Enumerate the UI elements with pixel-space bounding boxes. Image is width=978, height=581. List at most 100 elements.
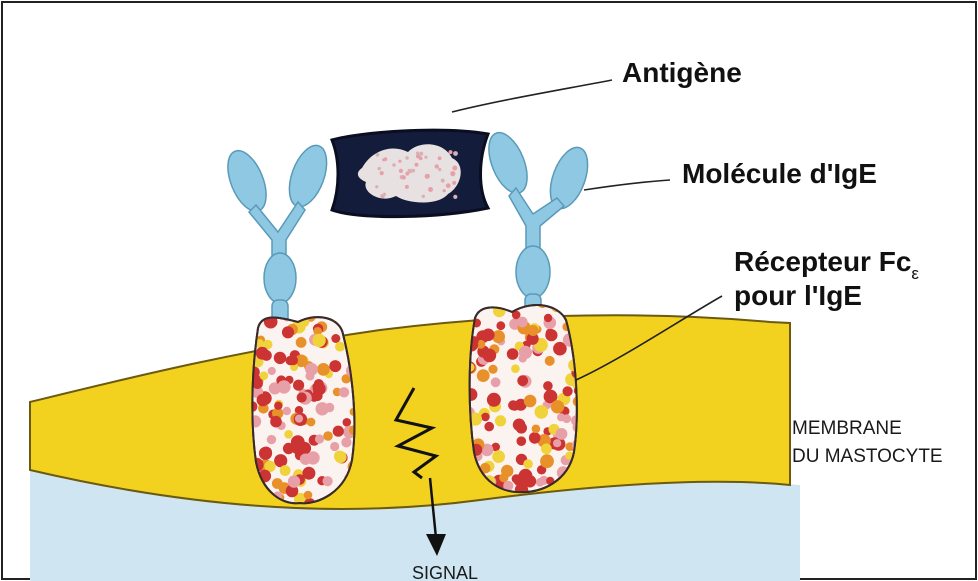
texture-dot [491,377,501,387]
texture-dot [511,364,520,373]
texture-dot [523,459,533,469]
texture-dot [415,163,419,167]
texture-dot [398,160,401,163]
texture-dot [341,437,351,447]
texture-dot [405,185,409,189]
texture-dot [477,369,490,382]
texture-dot [323,431,333,441]
texture-dot [333,426,344,437]
texture-dot [339,387,349,397]
texture-dot [277,380,290,393]
texture-dot [256,347,269,360]
texture-dot [529,432,541,444]
texture-dot [268,367,276,375]
texture-dot [304,491,313,500]
texture-dot [452,166,457,171]
texture-dot [562,414,571,423]
texture-dot [376,153,380,157]
texture-dot [553,439,561,447]
texture-dot [543,381,553,391]
texture-dot [283,443,294,454]
texture-dot [488,365,497,374]
texture-dot [334,451,346,463]
texture-dot [343,418,352,427]
texture-dot [483,349,497,363]
texture-dot [405,172,409,176]
texture-dot [438,168,441,171]
texture-dot [495,415,506,426]
texture-dot [545,356,555,366]
texture-dot [514,474,526,486]
texture-dot [295,415,303,423]
texture-dot [323,476,333,486]
texture-dot [307,418,316,427]
texture-dot [260,447,272,459]
texture-dot [450,171,455,176]
texture-dot [441,179,445,183]
texture-dot [519,354,527,362]
texture-dot [487,393,501,407]
texture-dot [293,380,304,391]
texture-dot [283,407,291,415]
texture-dot [422,195,425,198]
texture-dot [312,334,325,347]
texture-dot [482,329,495,342]
texture-dot [286,356,295,365]
texture-dot [284,430,293,439]
antigen-label: Antigène [622,57,742,88]
ige-molecule-label: Molécule d'IgE [682,158,877,189]
texture-dot [335,342,345,352]
texture-dot [452,181,456,185]
texture-dot [315,434,324,443]
texture-dot [384,157,388,161]
texture-dot [274,402,282,410]
texture-dot [508,400,518,410]
texture-dot [380,194,385,199]
texture-dot [524,395,537,408]
texture-dot [556,428,568,440]
texture-dot [325,403,334,412]
texture-dot [517,317,528,328]
texture-dot [274,352,286,364]
texture-dot [517,436,527,446]
antigen [332,130,488,216]
texture-dot [297,392,307,402]
texture-dot [378,167,381,170]
texture-dot [260,371,269,380]
texture-dot [453,151,458,156]
texture-dot [399,169,403,173]
receptor-label-line2: pour l'IgE [734,280,862,311]
texture-dot [484,422,494,432]
texture-dot [416,152,419,155]
texture-dot [317,363,330,376]
texture-dot [329,360,341,372]
texture-dot [513,419,526,432]
texture-dot [313,382,326,395]
texture-dot [438,156,442,160]
texture-dot [411,169,415,173]
receptor-label-main: Récepteur Fc [734,246,911,277]
texture-dot [306,451,319,464]
texture-dot [492,450,505,463]
texture-dot [435,164,439,168]
texture-dot [331,334,340,343]
membrane-label-line2: DU MASTOCYTE [792,446,943,467]
receptor-label-subscript: ε [911,264,919,283]
texture-dot [545,329,557,341]
texture-dot [449,150,453,154]
membrane-label-line1: MEMBRANE [792,418,902,439]
texture-dot [535,405,549,419]
texture-dot [481,413,490,422]
texture-dot [380,171,384,175]
texture-dot [532,425,541,434]
texture-dot [375,185,378,188]
texture-dot [524,475,536,487]
texture-dot [446,183,451,188]
texture-dot [426,174,430,178]
fc-receptor-left [247,306,362,510]
texture-dot [405,156,409,160]
texture-dot [305,363,318,376]
texture-dot [288,475,300,487]
